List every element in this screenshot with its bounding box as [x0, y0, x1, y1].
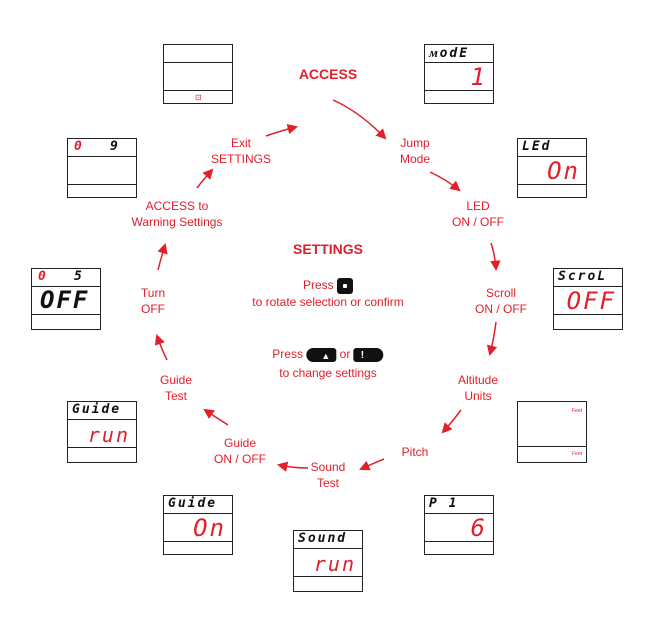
confirm-button-icon [337, 277, 354, 294]
arrow-warning-to-exit [196, 168, 214, 189]
label-exit-settings: Exit SETTINGS [210, 136, 272, 166]
lcd-altitude-units: Feet Feet [517, 401, 587, 463]
instruction-confirm: Press [302, 277, 354, 294]
lcd-guide-on-line2: On [193, 514, 226, 542]
instruction-press2-label: Press [272, 347, 303, 361]
arrow-jump-to-led [429, 171, 461, 192]
label-altitude-units: Altitude Units [457, 373, 499, 403]
arrow-guide-to-guidetest [203, 408, 229, 426]
lcd-turn-off: 0 5 OFF [31, 268, 101, 330]
lcd-guide-run-line2: run [87, 423, 130, 447]
arrow-led-to-scroll [490, 242, 501, 272]
lcd-mode-line2: 1 [470, 63, 487, 91]
arrow-scroll-to-altitude [486, 321, 498, 357]
settings-header: SETTINGS [292, 241, 364, 257]
lcd-led: LEd On [517, 138, 587, 198]
lcd-sound-line2: run [313, 552, 356, 576]
label-guide-test: Guide Test [159, 373, 193, 403]
arrow-sound-to-guide [276, 461, 309, 472]
label-guide-onoff: Guide ON / OFF [214, 436, 266, 466]
lcd-sound: Sound run [293, 530, 363, 592]
lcd-sound-line1: Sound [298, 531, 348, 546]
arrow-turnoff-to-warning [157, 242, 168, 271]
lcd-led-line1: LEd [522, 139, 552, 154]
lcd-mode: ᴍodE 1 [424, 44, 494, 104]
lcd-warning-line1a: 0 [74, 139, 84, 154]
label-turn-off: Turn OFF [140, 286, 166, 316]
instruction-change-text: to change settings [279, 366, 377, 380]
lcd-turn-off-line1b: 5 [74, 269, 84, 284]
right-button-icon [353, 347, 384, 364]
lcd-warning: 0 9 [67, 138, 137, 198]
lcd-lock: ⊡ [163, 44, 233, 104]
lcd-turn-off-line1a: 0 [38, 269, 48, 284]
arrow-exit-to-access [265, 123, 299, 137]
label-sound-test: Sound Test [310, 460, 346, 490]
instruction-or-label: or [339, 347, 351, 361]
arrow-altitude-to-pitch [441, 409, 462, 434]
label-scroll: Scroll ON / OFF [475, 286, 527, 316]
lcd-units-top: Feet [571, 408, 582, 414]
lcd-guide-on-line1: Guide [168, 496, 218, 511]
label-led: LED ON / OFF [452, 199, 504, 229]
left-button-icon [306, 347, 337, 364]
lcd-guide-run: Guide run [67, 401, 137, 463]
instruction-press-label: Press [302, 278, 334, 292]
arrow-pitch-to-sound [359, 458, 385, 471]
label-access-warning: ACCESS to Warning Settings [131, 199, 223, 229]
lcd-guide-on: Guide On [163, 495, 233, 555]
lcd-led-line2: On [547, 157, 580, 185]
lcd-mode-line1: ᴍodE [429, 46, 470, 61]
label-pitch: Pitch [401, 445, 429, 459]
arrow-access-to-jump [332, 99, 387, 140]
lcd-units-bottom: Feet [571, 451, 582, 457]
lcd-turn-off-line2: OFF [40, 286, 90, 314]
lcd-warning-line1b: 9 [110, 139, 120, 154]
lock-icon: ⊡ [195, 93, 202, 102]
label-jump-mode: Jump Mode [399, 136, 431, 166]
access-header: ACCESS [298, 66, 358, 82]
lcd-pitch-line1: P 1 [429, 496, 459, 511]
lcd-scroll: ScroL OFF [553, 268, 623, 330]
instruction-confirm-text: to rotate selection or confirm [252, 295, 404, 309]
lcd-guide-run-line1: Guide [72, 402, 122, 417]
lcd-scroll-line1: ScroL [558, 269, 608, 284]
lcd-scroll-line2: OFF [566, 287, 616, 315]
lcd-pitch: P 1 6 [424, 495, 494, 555]
arrow-guidetest-to-turnoff [154, 334, 168, 361]
instruction-change: Press or [272, 346, 384, 364]
lcd-pitch-line2: 6 [470, 514, 487, 542]
